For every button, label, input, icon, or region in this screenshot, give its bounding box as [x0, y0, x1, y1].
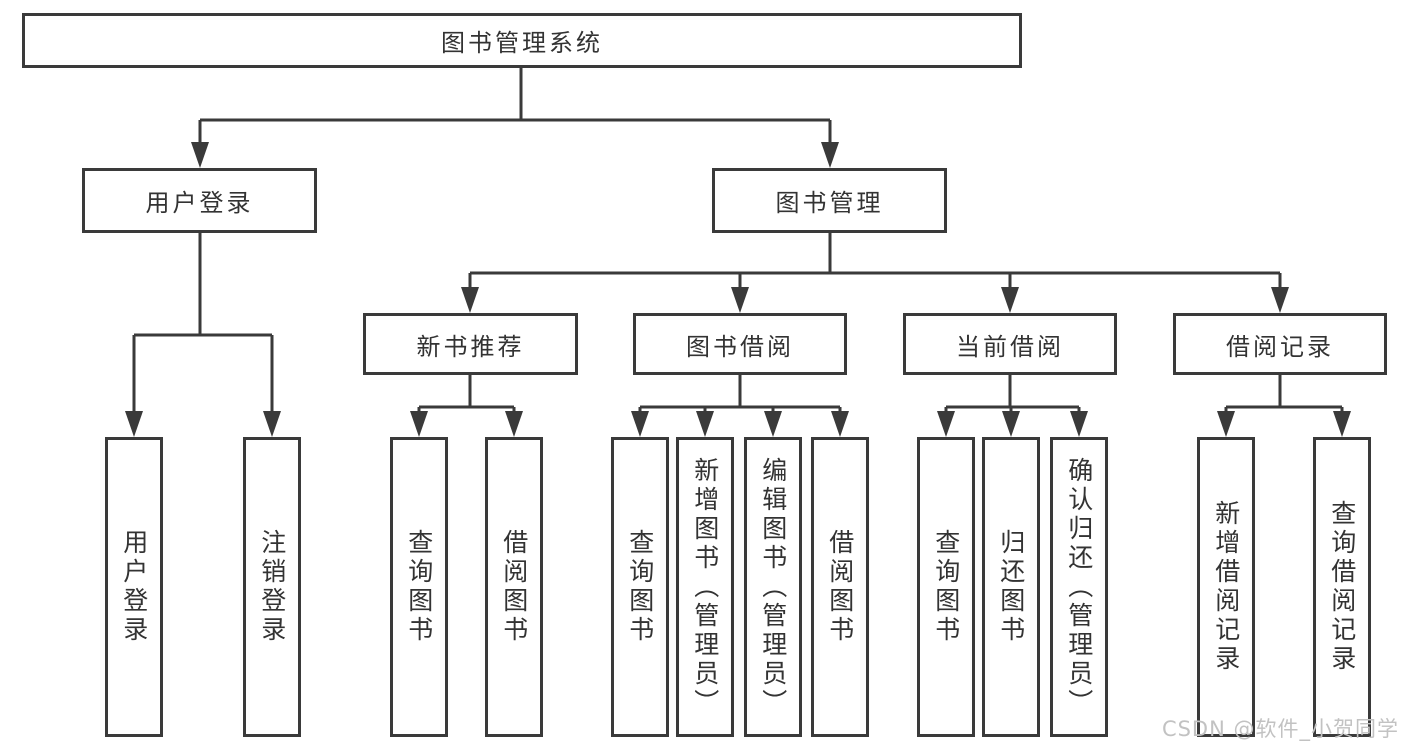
leaf-edit-books-admin-label: 编辑图书（管理员）: [758, 456, 788, 718]
leaf-return-books: 归还图书: [982, 437, 1040, 737]
leaf-add-books-admin: 新增图书（管理员）: [676, 437, 734, 737]
node-book-borrow-label: 图书借阅: [686, 332, 794, 361]
leaf-return-books-label: 归还图书: [996, 529, 1026, 645]
leaf-confirm-return-admin-label: 确认归还（管理员）: [1064, 456, 1094, 718]
node-library-system: 图书管理系统: [22, 13, 1022, 68]
leaf-user-login: 用户登录: [105, 437, 163, 737]
node-library-system-label: 图书管理系统: [441, 29, 603, 57]
leaf-query-books-current: 查询图书: [917, 437, 975, 737]
leaf-query-borrow-record-label: 查询借阅记录: [1327, 500, 1357, 674]
node-current-borrow: 当前借阅: [903, 313, 1117, 375]
leaf-borrow-books-recommend: 借阅图书: [485, 437, 543, 737]
leaf-query-books-borrow: 查询图书: [611, 437, 669, 737]
arrowhead-icons: [125, 142, 1351, 437]
leaf-logout-label: 注销登录: [257, 529, 287, 645]
node-new-book-recommend: 新书推荐: [363, 313, 578, 375]
node-borrow-records: 借阅记录: [1173, 313, 1387, 375]
leaf-add-books-admin-label: 新增图书（管理员）: [690, 456, 720, 718]
node-user-login-label: 用户登录: [145, 189, 254, 217]
leaf-query-books-recommend: 查询图书: [390, 437, 448, 737]
csdn-watermark: CSDN @软件_小贺同学: [1161, 717, 1399, 741]
leaf-query-books-borrow-label: 查询图书: [625, 529, 655, 645]
leaf-add-borrow-record: 新增借阅记录: [1197, 437, 1255, 737]
leaf-borrow-books-label: 借阅图书: [825, 529, 855, 645]
leaf-query-borrow-record: 查询借阅记录: [1313, 437, 1371, 737]
node-book-management-label: 图书管理: [775, 189, 884, 217]
node-book-borrow: 图书借阅: [633, 313, 847, 375]
leaf-query-books-current-label: 查询图书: [931, 529, 961, 645]
node-book-management: 图书管理: [712, 168, 947, 233]
node-new-book-recommend-label: 新书推荐: [416, 332, 525, 361]
leaf-logout: 注销登录: [243, 437, 301, 737]
leaf-query-books-recommend-label: 查询图书: [404, 529, 434, 645]
node-current-borrow-label: 当前借阅: [956, 332, 1064, 361]
node-user-login: 用户登录: [82, 168, 317, 233]
leaf-add-borrow-record-label: 新增借阅记录: [1211, 500, 1241, 674]
node-borrow-records-label: 借阅记录: [1226, 332, 1334, 361]
leaf-user-login-label: 用户登录: [119, 529, 149, 645]
leaf-edit-books-admin: 编辑图书（管理员）: [744, 437, 802, 737]
leaf-borrow-books-recommend-label: 借阅图书: [499, 529, 529, 645]
leaf-confirm-return-admin: 确认归还（管理员）: [1050, 437, 1108, 737]
leaf-borrow-books: 借阅图书: [811, 437, 869, 737]
